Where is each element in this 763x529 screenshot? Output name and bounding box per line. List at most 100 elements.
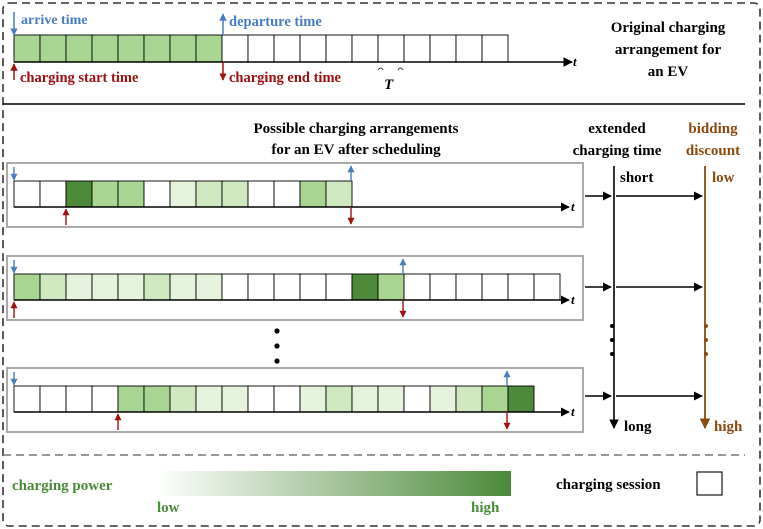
row-2-cell-11 xyxy=(273,273,301,301)
bidding-high-label: high xyxy=(714,419,743,435)
top-cell-19 xyxy=(481,34,509,63)
top-cell-13 xyxy=(325,34,353,63)
row-1-cell-8 xyxy=(195,180,223,208)
top-cell-5 xyxy=(117,34,145,63)
row-1-cell-4 xyxy=(91,180,119,208)
row-2-cell-14 xyxy=(351,273,379,301)
row-2-cell-8 xyxy=(195,273,223,301)
row-1-cell-10 xyxy=(247,180,275,208)
long-label: long xyxy=(624,419,652,435)
row-1-cell-2 xyxy=(39,180,67,208)
row-3-cell-9 xyxy=(221,385,249,413)
top-cell-7 xyxy=(169,34,197,63)
arrangement-row-2: t xyxy=(6,255,584,321)
row-2-cell-17 xyxy=(429,273,457,301)
row-3-cell-1 xyxy=(13,385,41,413)
period-brace xyxy=(377,67,404,71)
top-cell-2 xyxy=(39,34,67,63)
row-3-cell-15 xyxy=(377,385,405,413)
top-cell-18 xyxy=(455,34,483,63)
row-3-cell-13 xyxy=(325,385,353,413)
row-1-cell-1 xyxy=(13,180,41,208)
short-label: short xyxy=(620,170,653,186)
row-2-cell-5 xyxy=(117,273,145,301)
extended-title-line-2: charging time xyxy=(573,143,662,159)
row-2-cell-15 xyxy=(377,273,405,301)
legend-power-label: charging power xyxy=(12,478,113,494)
row-2-cell-18 xyxy=(455,273,483,301)
row-3-cell-4 xyxy=(91,385,119,413)
row-3-axis-label: t xyxy=(571,404,575,419)
bidding-low-label: low xyxy=(712,170,735,186)
row-3-cell-12 xyxy=(299,385,327,413)
row-3-cell-16 xyxy=(403,385,431,413)
row-2-cell-16 xyxy=(403,273,431,301)
row-3-cell-19 xyxy=(481,385,509,413)
top-cell-1 xyxy=(13,34,41,63)
row-2-cell-12 xyxy=(299,273,327,301)
legend-session-box xyxy=(696,471,723,496)
top-title-line-3: an EV xyxy=(648,64,689,80)
row-2-cell-3 xyxy=(65,273,93,301)
bidding-title-line-2: discount xyxy=(686,143,740,159)
row-2-cell-10 xyxy=(247,273,275,301)
row-2-cell-20 xyxy=(507,273,535,301)
top-departure-label: departure time xyxy=(229,14,322,30)
top-title-line-1: Original charging xyxy=(611,20,726,36)
row-1-cell-5 xyxy=(117,180,145,208)
row-3-cell-6 xyxy=(143,385,171,413)
row-2-frame xyxy=(6,255,584,321)
row-3-cell-10 xyxy=(247,385,275,413)
top-end-label: charging end time xyxy=(229,70,342,86)
extended-title-line-1: extended xyxy=(588,121,646,137)
period-symbol: T xyxy=(384,77,394,93)
row-2-cell-4 xyxy=(91,273,119,301)
top-start-label: charging start time xyxy=(20,70,139,86)
legend-low-label: low xyxy=(157,500,180,516)
top-cell-3 xyxy=(65,34,93,63)
row-1-axis-label: t xyxy=(571,199,575,214)
middle-title-line-1: Possible charging arrangements xyxy=(254,121,459,137)
legend-power-gradient xyxy=(157,471,511,496)
arrangement-row-1: t xyxy=(6,162,584,228)
bidding-title-line-1: bidding xyxy=(688,121,738,137)
row-3-cell-20 xyxy=(507,385,535,413)
top-cell-14 xyxy=(351,34,379,63)
row-2-cell-7 xyxy=(169,273,197,301)
row-2-cell-1 xyxy=(13,273,41,301)
row-2-axis-label: t xyxy=(571,292,575,307)
row-3-frame xyxy=(6,367,584,433)
row-1-cell-6 xyxy=(143,180,171,208)
row-2-cell-19 xyxy=(481,273,509,301)
bidding-axis-dots xyxy=(704,324,708,356)
row-1-cell-13 xyxy=(325,180,353,208)
row-2-cell-6 xyxy=(143,273,171,301)
row-1-cell-3 xyxy=(65,180,93,208)
row-3-cell-17 xyxy=(429,385,457,413)
top-cell-6 xyxy=(143,34,171,63)
legend-session-label: charging session xyxy=(556,477,661,493)
top-cell-strip xyxy=(13,34,509,63)
top-cell-16 xyxy=(403,34,431,63)
row-3-cell-7 xyxy=(169,385,197,413)
row-3-cell-8 xyxy=(195,385,223,413)
top-cell-10 xyxy=(247,34,275,63)
rows-ellipsis xyxy=(274,328,280,364)
row-3-cell-14 xyxy=(351,385,379,413)
row-2-cell-2 xyxy=(39,273,67,301)
row-3-cell-11 xyxy=(273,385,301,413)
row-3-cell-3 xyxy=(65,385,93,413)
row-2-cell-13 xyxy=(325,273,353,301)
row-1-cell-12 xyxy=(299,180,327,208)
top-cell-4 xyxy=(91,34,119,63)
row-2-cell-21 xyxy=(533,273,561,301)
top-cell-17 xyxy=(429,34,457,63)
middle-title-line-2: for an EV after scheduling xyxy=(271,142,441,158)
extended-axis-dots xyxy=(610,324,614,356)
row-3-cell-2 xyxy=(39,385,67,413)
row-1-frame xyxy=(6,162,584,228)
arrangement-row-3: t xyxy=(6,367,584,433)
row-1-cell-9 xyxy=(221,180,249,208)
